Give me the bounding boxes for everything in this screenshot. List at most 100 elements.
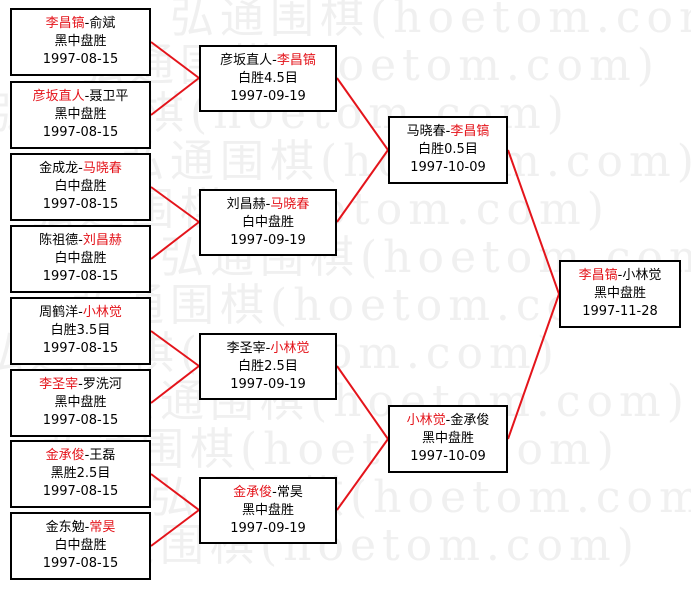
separator: - [78, 305, 83, 320]
players-line: 李昌镐-俞斌 [12, 15, 149, 33]
player-name: 彦坂直人 [32, 89, 85, 104]
connector [150, 41, 200, 79]
game-date: 1997-09-19 [230, 376, 306, 392]
player-name: 王磊 [89, 448, 116, 463]
players-line: 陈祖德-刘昌赫 [12, 232, 149, 250]
game-date: 1997-10-09 [410, 449, 486, 464]
connector [336, 149, 389, 223]
player-name: 小林觉 [406, 413, 446, 428]
game-date: 1997-09-19 [230, 520, 306, 536]
player-name: 马晓春 [82, 161, 122, 176]
player-name: 陈祖德 [39, 233, 79, 248]
players-line: 金成龙-马晓春 [12, 160, 149, 178]
game-date: 1997-08-15 [42, 125, 119, 140]
player-name: 李圣宰 [39, 377, 79, 392]
match-box-r1-3: 金成龙-马晓春白中盘胜 1997-08-15 [10, 153, 151, 221]
players-line: 金东勉-常昊 [12, 519, 149, 537]
player-name: 小林觉 [270, 340, 310, 356]
game-date: 1997-08-15 [42, 269, 119, 284]
player-name: 李昌镐 [450, 124, 490, 139]
game-result: 白胜0.5目 [418, 142, 478, 157]
connector [336, 77, 389, 151]
separator: - [84, 16, 90, 31]
player-name: 刘昌赫 [82, 233, 122, 248]
player-name: 马晓春 [406, 124, 446, 139]
players-line: 刘昌赫-马晓春 [201, 196, 335, 214]
game-result: 黑中盘胜 [241, 502, 294, 518]
connector [336, 438, 389, 511]
separator: - [272, 484, 277, 500]
player-name: 常昊 [89, 520, 116, 535]
game-date: 1997-09-19 [230, 88, 306, 104]
game-result: 白胜2.5目 [238, 358, 298, 374]
game-result: 白中盘胜 [54, 251, 107, 266]
player-name: 金成龙 [39, 161, 79, 176]
player-name: 刘昌赫 [226, 196, 266, 212]
game-date: 1997-10-09 [410, 160, 486, 175]
player-name: 常昊 [276, 484, 303, 500]
player-name: 俞斌 [89, 16, 116, 31]
player-name: 金承俊 [45, 448, 85, 463]
game-date: 1997-08-15 [42, 556, 119, 571]
separator: - [445, 124, 451, 139]
connector [507, 149, 560, 295]
connector [150, 330, 200, 367]
player-name: 罗洗河 [82, 377, 122, 392]
game-result: 黑胜2.5目 [50, 466, 111, 481]
player-name: 小林觉 [82, 305, 122, 320]
game-result: 黑中盘胜 [421, 431, 474, 446]
connector [336, 365, 389, 440]
separator: - [84, 448, 90, 463]
separator: - [78, 377, 83, 392]
game-result: 白中盘胜 [54, 538, 107, 553]
player-name: 李昌镐 [578, 268, 618, 283]
separator: - [84, 520, 90, 535]
game-result: 白中盘胜 [54, 179, 107, 194]
players-line: 马晓春-李昌镐 [390, 123, 506, 141]
separator: - [84, 89, 90, 104]
game-result: 黑中盘胜 [54, 34, 107, 49]
player-name: 金承俊 [233, 484, 273, 500]
connector [150, 221, 200, 260]
players-line: 金承俊-王磊 [12, 447, 149, 465]
connector [150, 77, 200, 116]
connector [507, 293, 560, 440]
game-date: 1997-08-15 [42, 413, 119, 428]
player-name: 李昌镐 [276, 52, 316, 68]
players-line: 周鹤洋-小林觉 [12, 304, 149, 322]
players-line: 李圣宰-罗洗河 [12, 376, 149, 394]
game-date: 1997-08-15 [42, 197, 119, 212]
game-date: 1997-08-15 [42, 341, 119, 356]
match-box-r2-4: 金承俊-常昊黑中盘胜 1997-09-19 [199, 477, 337, 544]
separator: - [78, 233, 83, 248]
player-name: 周鹤洋 [39, 305, 79, 320]
players-line: 李昌镐-小林觉 [561, 267, 679, 285]
player-name: 聂卫平 [89, 89, 129, 104]
player-name: 李圣宰 [226, 340, 266, 356]
connector [150, 473, 200, 511]
separator: - [272, 52, 277, 68]
players-line: 小林觉-金承俊 [390, 412, 506, 430]
player-name: 李昌镐 [45, 16, 85, 31]
separator: - [265, 196, 271, 212]
game-result: 白胜4.5目 [238, 70, 298, 86]
game-result: 黑中盘胜 [593, 286, 646, 301]
player-name: 彦坂直人 [220, 52, 273, 68]
game-date: 1997-08-15 [42, 52, 119, 67]
players-line: 彦坂直人-李昌镐 [201, 52, 335, 70]
match-box-r3-2: 小林觉-金承俊黑中盘胜 1997-10-09 [388, 405, 508, 473]
player-name: 小林觉 [622, 268, 662, 283]
game-result: 白中盘胜 [241, 214, 294, 230]
game-result: 白胜3.5目 [50, 323, 111, 338]
player-name: 金东勉 [45, 520, 85, 535]
connector [150, 186, 200, 223]
